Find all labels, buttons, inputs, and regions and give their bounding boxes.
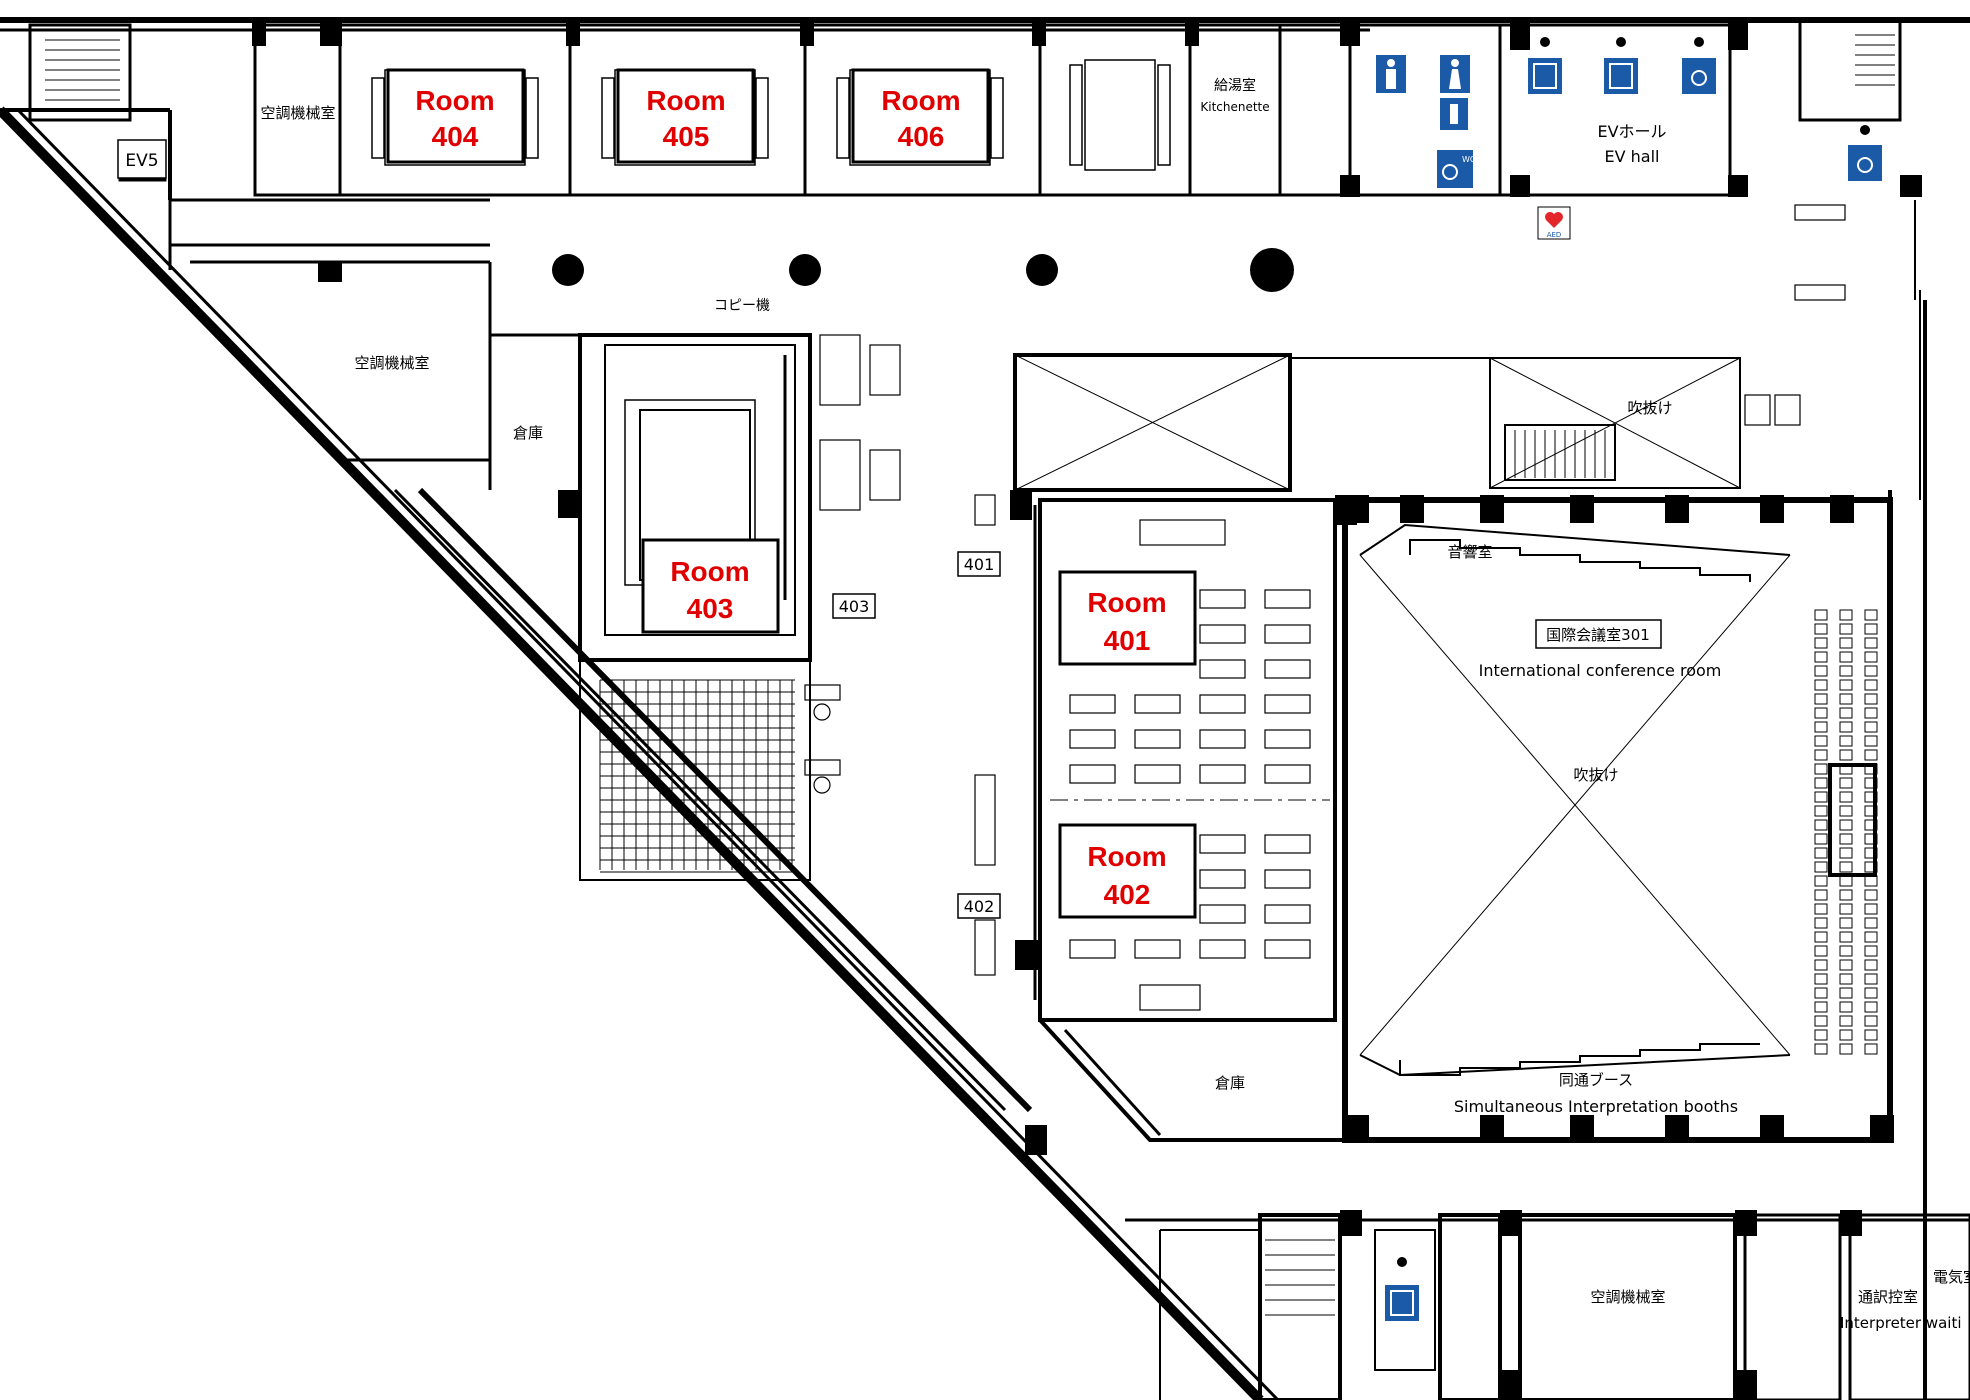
ac-room-bottom-label: 空調機械室 bbox=[1590, 1288, 1665, 1306]
kitchen-jp-label: 給湯室 bbox=[1214, 77, 1256, 94]
void-top-label: 吹抜け bbox=[1627, 399, 1672, 417]
door-tag-403: 403 bbox=[832, 593, 876, 619]
room-402-label[interactable]: Room 402 bbox=[1087, 841, 1166, 910]
room-406-number: 406 bbox=[898, 121, 945, 152]
room-404-label[interactable]: Room 404 bbox=[415, 85, 494, 152]
top-room-row bbox=[28, 18, 1902, 270]
top-right-voids bbox=[1290, 200, 1921, 500]
svg-text:402: 402 bbox=[964, 897, 995, 916]
pillars-top bbox=[252, 22, 1922, 197]
ev5-label: EV5 bbox=[117, 139, 167, 179]
left-block bbox=[190, 260, 582, 660]
room-404-title: Room bbox=[415, 85, 494, 116]
svg-text:401: 401 bbox=[964, 555, 995, 574]
room-403-title: Room bbox=[670, 556, 749, 587]
stairs-top-left bbox=[45, 39, 120, 101]
columns bbox=[552, 248, 1294, 292]
booth-en-label: Simultaneous Interpretation booths bbox=[1454, 1097, 1738, 1116]
ac-room-top-label: 空調機械室 bbox=[260, 104, 335, 122]
storage-left-label: 倉庫 bbox=[513, 424, 543, 442]
elevator-icon-bottom bbox=[1385, 1257, 1419, 1321]
tile-area bbox=[599, 679, 795, 873]
booth-jp-label: 同通ブース bbox=[1559, 1071, 1633, 1089]
intl-room-en-label: International conference room bbox=[1479, 661, 1722, 680]
accessible-wc-icon: WC bbox=[1437, 150, 1476, 188]
accessible-elevator-icon bbox=[1682, 37, 1716, 94]
door-tag-402: 402 bbox=[957, 893, 1001, 919]
bottom-pillars bbox=[1340, 1210, 1862, 1400]
sound-room-label: 音響室 bbox=[1447, 543, 1492, 561]
ev-hall-jp-label: EVホール bbox=[1597, 122, 1666, 141]
stairs-void bbox=[1514, 430, 1606, 478]
ac-room-left-label: 空調機械室 bbox=[354, 354, 429, 372]
accessible-elevator-icon-right bbox=[1848, 125, 1882, 181]
room-406-title: Room bbox=[881, 85, 960, 116]
family-restroom-icon bbox=[1440, 98, 1468, 130]
svg-text:WC: WC bbox=[1462, 155, 1476, 164]
elevator-icon-2 bbox=[1604, 37, 1638, 94]
ev-hall-en-label: EV hall bbox=[1605, 147, 1660, 166]
room-402-number: 402 bbox=[1104, 879, 1151, 910]
room-401-label[interactable]: Room 401 bbox=[1087, 587, 1166, 656]
bottom-block bbox=[1125, 1213, 1970, 1400]
room-403-label[interactable]: Room 403 bbox=[670, 556, 749, 624]
lounge-furniture bbox=[804, 204, 1846, 1011]
left-pillars bbox=[318, 262, 578, 518]
svg-text:EV5: EV5 bbox=[125, 151, 158, 171]
room-label-boxes bbox=[386, 68, 1197, 919]
copy-machine-label: コピー機 bbox=[714, 298, 770, 314]
interp-wait-label: Interpreter waiti bbox=[1840, 1314, 1962, 1332]
stairs-bottom bbox=[1265, 1239, 1335, 1316]
male-restroom-icon bbox=[1376, 55, 1406, 93]
furniture-405 bbox=[601, 69, 769, 166]
outer-walls bbox=[0, 17, 1970, 1400]
room-403-number: 403 bbox=[687, 593, 734, 624]
aed-icon: AED bbox=[1537, 206, 1571, 240]
room-404-number: 404 bbox=[432, 121, 479, 152]
hall-steps bbox=[1399, 539, 1760, 1076]
stairs-top-right bbox=[1855, 34, 1895, 86]
kitchen-en-label: Kitchenette bbox=[1200, 100, 1269, 114]
hall-pillars bbox=[1345, 495, 1894, 1143]
room-401-number: 401 bbox=[1104, 625, 1151, 656]
interp-ctrl-label: 通訳控室 bbox=[1858, 1288, 1918, 1306]
room-406-label[interactable]: Room 406 bbox=[881, 85, 960, 152]
svg-text:403: 403 bbox=[839, 597, 870, 616]
svg-text:国際会議室301: 国際会議室301 bbox=[1546, 626, 1650, 644]
svg-text:AED: AED bbox=[1547, 231, 1562, 239]
conference-hall bbox=[1342, 497, 1893, 1143]
female-restroom-icon bbox=[1440, 55, 1470, 93]
furniture-kitchen-table bbox=[1069, 59, 1171, 171]
elevator-icon-1 bbox=[1528, 37, 1562, 94]
door-tag-401: 401 bbox=[957, 551, 1001, 577]
storage-bottom-label: 倉庫 bbox=[1215, 1074, 1245, 1092]
room-405-label[interactable]: Room 405 bbox=[646, 85, 725, 152]
electric-room-label: 電気室 bbox=[1933, 1268, 1970, 1286]
classroom-desks bbox=[1069, 589, 1311, 959]
room-402-title: Room bbox=[1087, 841, 1166, 872]
room-405-title: Room bbox=[646, 85, 725, 116]
hall-seats bbox=[1814, 609, 1878, 1055]
void-main-label: 吹抜け bbox=[1573, 766, 1618, 784]
room-405-number: 405 bbox=[663, 121, 710, 152]
room-401-title: Room bbox=[1087, 587, 1166, 618]
intl-room-sign: 国際会議室301 bbox=[1535, 619, 1662, 649]
